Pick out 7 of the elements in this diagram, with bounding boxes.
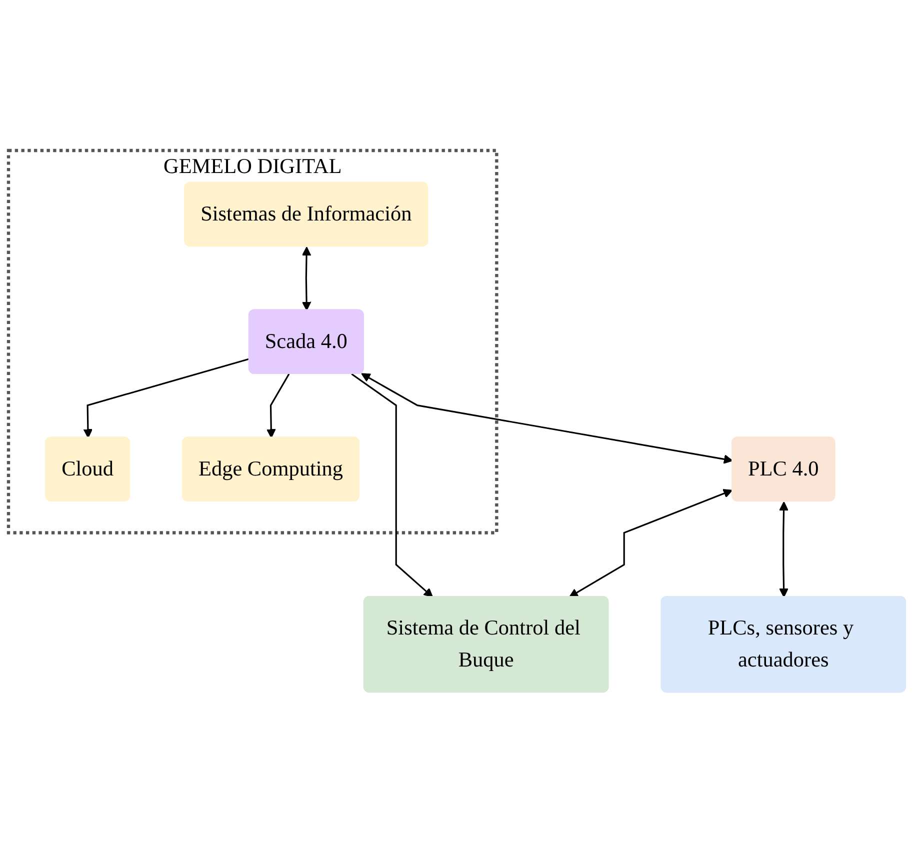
arrow xyxy=(83,358,250,438)
arrow xyxy=(361,372,733,464)
arrow xyxy=(351,373,434,598)
arrow xyxy=(266,373,290,438)
arrow xyxy=(779,501,788,598)
arrow xyxy=(302,246,312,310)
arrow xyxy=(569,488,733,598)
